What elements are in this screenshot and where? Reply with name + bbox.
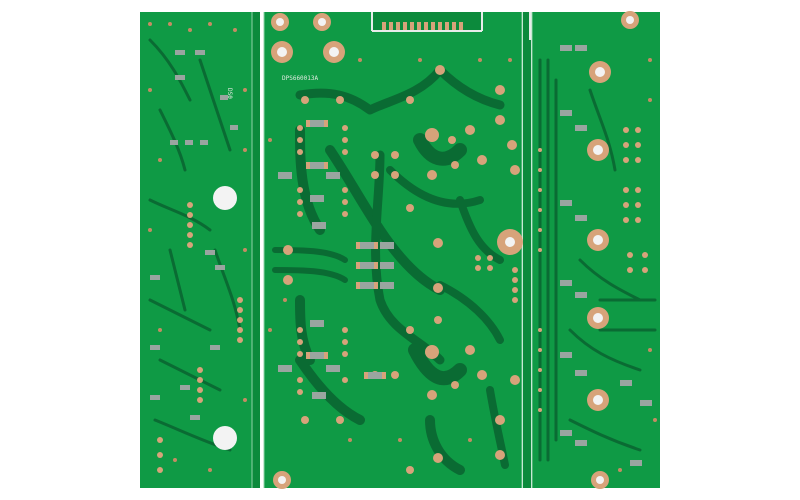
board-left-section: [140, 12, 252, 488]
silkscreen-label: DPS660013A: [282, 75, 319, 82]
mounting-hole: [213, 186, 237, 210]
mounting-hole: [213, 426, 237, 450]
large-pads: [271, 11, 639, 489]
copper-traces: [272, 65, 509, 475]
smd-components: [150, 45, 652, 466]
vias: [148, 22, 657, 472]
through-hole-pads: [283, 65, 520, 474]
smd-pads: [306, 120, 386, 379]
pad-columns: [157, 125, 648, 473]
header-pins: [382, 22, 463, 30]
board-marking: DS0: [226, 88, 233, 99]
fine-traces: [148, 38, 242, 452]
fine-traces-right: [538, 58, 657, 462]
